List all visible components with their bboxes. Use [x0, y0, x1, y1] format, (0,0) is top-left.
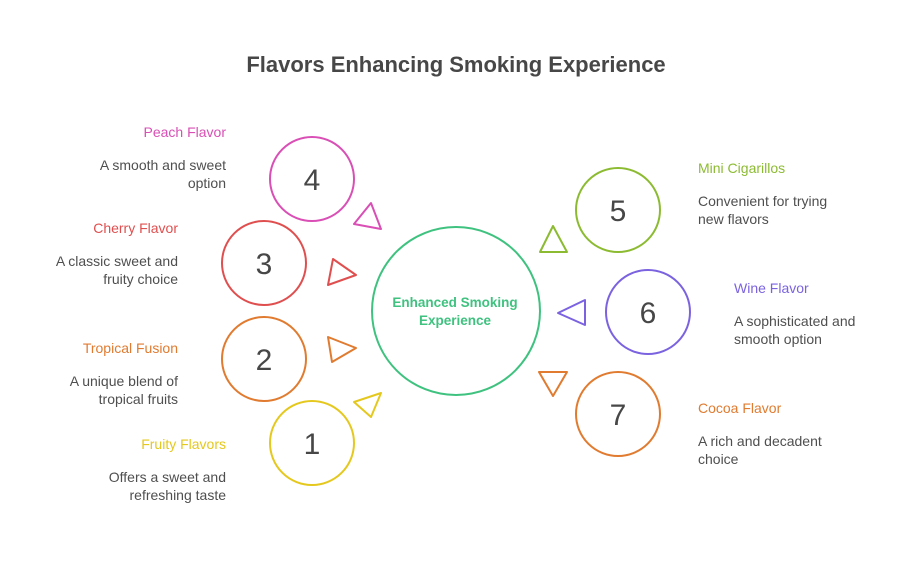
item-title: Cocoa Flavor — [698, 400, 782, 416]
center-label: Enhanced Smoking Experience — [392, 295, 518, 328]
item-description: A sophisticated and smooth option — [734, 313, 856, 347]
node-circle-4 — [269, 136, 355, 222]
node-circle-5 — [575, 167, 661, 253]
item-title: Mini Cigarillos — [698, 160, 786, 176]
item-7-label: Cocoa Flavor A rich and decadent choice — [698, 399, 898, 468]
item-6-label: Wine Flavor A sophisticated and smooth o… — [734, 279, 912, 348]
item-title: Peach Flavor — [143, 124, 226, 140]
node-number-5: 5 — [610, 195, 627, 228]
arrow-triangle-icon-2 — [327, 336, 357, 363]
node-3: 3 — [221, 220, 307, 306]
arrow-triangle-icon-3 — [327, 258, 357, 286]
node-number-3: 3 — [256, 248, 273, 281]
node-7: 7 — [575, 371, 661, 457]
item-title: Fruity Flavors — [141, 436, 226, 452]
item-description: A rich and decadent choice — [698, 433, 822, 467]
item-description: A unique blend of tropical fruits — [69, 373, 178, 407]
arrow-triangle-icon-6 — [557, 299, 586, 326]
arrow-triangle-icon-4 — [353, 202, 382, 230]
item-title: Wine Flavor — [734, 280, 809, 296]
node-2: 2 — [221, 316, 307, 402]
node-1: 1 — [269, 400, 355, 486]
node-circle-3 — [221, 220, 307, 306]
item-description: Convenient for trying new flavors — [698, 193, 828, 227]
node-number-6: 6 — [640, 297, 657, 330]
node-number-2: 2 — [256, 344, 273, 377]
node-5: 5 — [575, 167, 661, 253]
node-circle-1 — [269, 400, 355, 486]
diagram-title: Flavors Enhancing Smoking Experience — [246, 52, 666, 77]
item-description: A classic sweet and fruity choice — [55, 253, 178, 287]
node-6: 6 — [605, 269, 691, 355]
arrow-triangle-icon-7 — [538, 371, 568, 397]
node-circle-7 — [575, 371, 661, 457]
node-4: 4 — [269, 136, 355, 222]
item-description: Offers a sweet and refreshing taste — [108, 469, 226, 503]
item-title: Cherry Flavor — [93, 220, 178, 236]
item-title: Tropical Fusion — [82, 340, 178, 356]
node-circle-6 — [605, 269, 691, 355]
arrow-triangle-icon-5 — [539, 225, 568, 253]
node-circle-2 — [221, 316, 307, 402]
arrow-triangle-icon-1 — [353, 392, 382, 418]
item-1-label: Fruity Flavors Offers a sweet and refres… — [26, 435, 226, 504]
node-number-4: 4 — [304, 164, 321, 197]
center-circle — [371, 226, 541, 396]
item-description: A smooth and sweet option — [99, 157, 226, 191]
item-5-label: Mini Cigarillos Convenient for trying ne… — [698, 159, 898, 228]
item-4-label: Peach Flavor A smooth and sweet option — [26, 123, 226, 192]
item-3-label: Cherry Flavor A classic sweet and fruity… — [0, 219, 178, 288]
node-number-1: 1 — [304, 428, 321, 461]
item-2-label: Tropical Fusion A unique blend of tropic… — [0, 339, 178, 408]
node-number-7: 7 — [610, 399, 627, 432]
